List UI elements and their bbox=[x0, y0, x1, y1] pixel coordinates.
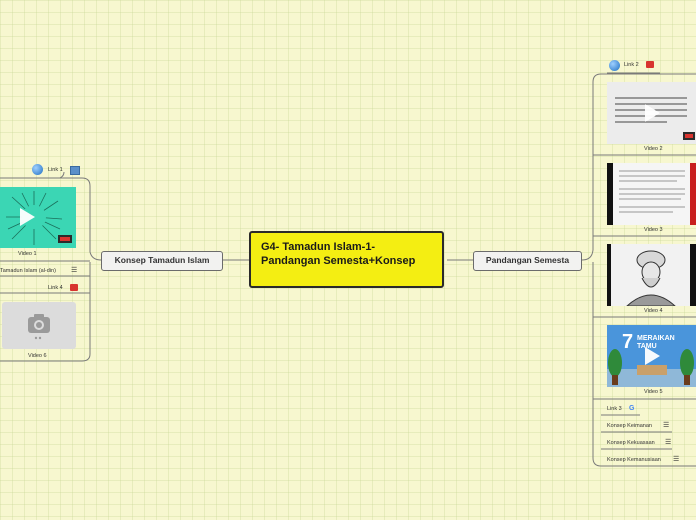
google-icon: G bbox=[629, 405, 634, 412]
topic-label: Konsep Tamadun Islam bbox=[115, 255, 210, 265]
video-5-thumbnail[interactable]: 7 MERAIKAN TAMU bbox=[607, 325, 696, 387]
link-1-label[interactable]: Link 1 bbox=[48, 167, 63, 173]
tamadun-islam-item[interactable]: Tamadun Islam (al-din) bbox=[0, 268, 56, 274]
video-6-thumbnail[interactable] bbox=[2, 302, 76, 349]
link-3-label[interactable]: Link 3 bbox=[607, 406, 622, 412]
video-5-caption: Video 5 bbox=[644, 389, 663, 395]
video-icon bbox=[70, 284, 78, 291]
video-6-caption: Video 6 bbox=[28, 353, 47, 359]
notes-list-icon: ☰ bbox=[71, 266, 77, 274]
notes-list-icon: ☰ bbox=[673, 455, 679, 463]
video-icon bbox=[646, 61, 654, 68]
konsep-keimanan-item[interactable]: Konsep Keimanan bbox=[607, 423, 652, 429]
video-3-document-graphic bbox=[607, 163, 696, 225]
topic-pandangan-semesta[interactable]: Pandangan Semesta bbox=[473, 251, 582, 271]
notes-list-icon: ☰ bbox=[663, 421, 669, 429]
konsep-kekuasaan-item[interactable]: Konsep Kekuasaan bbox=[607, 440, 655, 446]
video-2-caption: Video 2 bbox=[644, 146, 663, 152]
link-globe-icon[interactable] bbox=[609, 60, 620, 71]
play-icon bbox=[645, 347, 660, 365]
notes-list-icon: ☰ bbox=[665, 438, 671, 446]
konsep-kemanusiaan-item[interactable]: Konsep Kemanusiaan bbox=[607, 457, 661, 463]
topic-konsep-tamadun-islam[interactable]: Konsep Tamadun Islam bbox=[101, 251, 223, 271]
play-icon bbox=[645, 104, 660, 122]
video-1-thumbnail[interactable] bbox=[0, 187, 76, 248]
video-5-number: 7 bbox=[622, 331, 633, 354]
video-4-thumbnail[interactable] bbox=[607, 244, 696, 306]
video-3-caption: Video 3 bbox=[644, 227, 663, 233]
central-topic[interactable]: G4- Tamadun Islam-1-Pandangan Semesta+Ko… bbox=[249, 231, 444, 288]
video-1-caption: Video 1 bbox=[18, 251, 37, 257]
link-globe-icon[interactable] bbox=[32, 164, 43, 175]
video-1-burst-graphic bbox=[0, 187, 76, 248]
video-4-caption: Video 4 bbox=[644, 308, 663, 314]
video-3-thumbnail[interactable] bbox=[607, 163, 696, 225]
link-2-label[interactable]: Link 2 bbox=[624, 62, 639, 68]
topic-label: Pandangan Semesta bbox=[486, 255, 569, 265]
play-icon bbox=[20, 208, 35, 226]
video-4-portrait-graphic bbox=[607, 244, 696, 306]
camera-icon bbox=[2, 302, 76, 349]
link-4-label[interactable]: Link 4 bbox=[48, 285, 63, 291]
video-2-thumbnail[interactable] bbox=[607, 82, 696, 144]
central-title: G4- Tamadun Islam-1-Pandangan Semesta+Ko… bbox=[261, 241, 415, 267]
map-icon bbox=[70, 166, 80, 175]
